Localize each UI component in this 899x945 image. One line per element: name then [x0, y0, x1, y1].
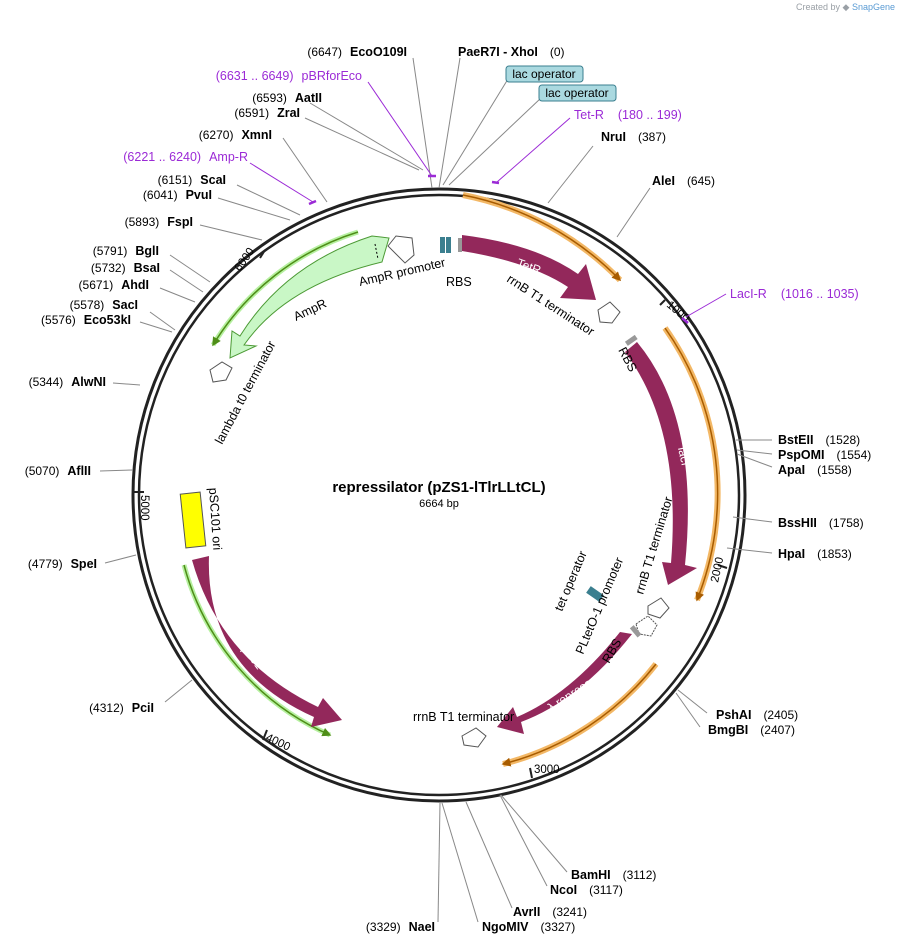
position-ticks [134, 249, 728, 779]
small-features [440, 237, 642, 638]
tet-operator-label: tet operator [552, 549, 590, 613]
site-aflii[interactable]: (5070)AflII [25, 464, 91, 478]
rbs-2[interactable] [624, 334, 638, 346]
site-ncoi[interactable]: NcoI(3117) [550, 883, 623, 897]
green-tracks [181, 229, 359, 738]
laci-label: lacI [675, 446, 693, 467]
site-avrii[interactable]: AvrII(3241) [513, 905, 587, 919]
site-xmni[interactable]: (6270)XmnI [199, 128, 272, 142]
tick-3000: 3000 [534, 764, 560, 776]
primer-marks [308, 174, 689, 324]
lac-operator-2[interactable] [446, 237, 451, 253]
ampr-promoter-arrow[interactable] [387, 235, 415, 264]
psc101-label: pSC101 ori [206, 487, 224, 550]
laci-arrow[interactable] [625, 342, 697, 585]
plasmid-name: repressilator (pZS1-lTlrLLtCL) [332, 479, 545, 496]
site-zrai[interactable]: (6591)ZraI [234, 106, 300, 120]
lac-operator-1-label: lac operator [512, 67, 575, 81]
site-paer7i-xhoi[interactable]: PaeR7I - XhoI(0) [458, 45, 565, 59]
site-ecoo109i[interactable]: (6647)EcoO109I [307, 45, 407, 59]
snapgene-credit: Created by ◆ SnapGene [796, 2, 895, 13]
ampr-promoter-dash [374, 243, 379, 260]
ampr-label: AmpR [291, 296, 328, 323]
primer-laci-r[interactable]: LacI-R(1016 .. 1035) [730, 287, 859, 301]
tetr-arrow[interactable] [462, 235, 596, 300]
pltet-promoter-glyph[interactable] [635, 615, 658, 637]
site-bamhi[interactable]: BamHI(3112) [571, 868, 656, 882]
plasmid-length: 6664 bp [419, 498, 459, 510]
credit-prefix: Created by [795, 2, 840, 12]
site-hpai[interactable]: HpaI(1853) [778, 547, 852, 561]
psc101-ori[interactable] [179, 491, 207, 549]
rrnb-terminator-3-glyph[interactable] [461, 727, 487, 748]
rep101-arrow[interactable] [192, 556, 342, 727]
site-aatii[interactable]: (6593)AatII [252, 91, 322, 105]
tick-5000: 5000 [138, 495, 150, 521]
lambda-arrow[interactable] [497, 632, 632, 734]
site-pcii[interactable]: (4312)PciI [89, 701, 154, 715]
rbs-3[interactable] [629, 625, 642, 638]
credit-brand: SnapGene [851, 2, 895, 12]
site-eco53ki[interactable]: (5576)Eco53kI [41, 313, 131, 327]
site-bmgbi[interactable]: BmgBI(2407) [708, 723, 795, 737]
site-spei[interactable]: (4779)SpeI [28, 557, 97, 571]
site-bsteii[interactable]: BstEII(1528) [778, 433, 860, 447]
feature-arrows [179, 235, 697, 734]
site-fspi[interactable]: (5893)FspI [125, 215, 193, 229]
site-pvui[interactable]: (6041)PvuI [143, 188, 212, 202]
site-naei[interactable]: (3329)NaeI [366, 920, 435, 934]
rbs-1[interactable] [458, 238, 462, 252]
lambda-label: λ repressor [545, 670, 603, 714]
primer-leaders [249, 81, 727, 318]
site-alei[interactable]: AleI(645) [652, 174, 715, 188]
tet-operator-mark[interactable] [586, 586, 604, 602]
rrnb-terminator-1-glyph[interactable] [597, 301, 621, 324]
site-bsshii[interactable]: BssHII(1758) [778, 516, 864, 530]
site-apai[interactable]: ApaI(1558) [778, 463, 852, 477]
site-scai[interactable]: (6151)ScaI [158, 173, 226, 187]
lac-operator-2-callout[interactable] [538, 84, 617, 102]
site-alwni[interactable]: (5344)AlwNI [29, 375, 106, 389]
backbone-outer [131, 187, 747, 803]
ampr-arrow[interactable] [229, 235, 390, 359]
primer-pbrforeco[interactable]: (6631 .. 6649)pBRforEco [216, 69, 362, 83]
lambda-t0-label: lambda t0 terminator [212, 339, 278, 447]
site-ahdi[interactable]: (5671)AhdI [79, 278, 149, 292]
site-saci[interactable]: (5578)SacI [70, 298, 138, 312]
site-ngomiv[interactable]: NgoMIV(3327) [482, 920, 575, 934]
site-pspomi[interactable]: PspOMI(1554) [778, 448, 871, 462]
regulatory-glyphs [209, 235, 670, 748]
primer-tet-r[interactable]: Tet-R(180 .. 199) [574, 108, 682, 122]
rbs-1-label: RBS [446, 275, 472, 289]
lac-operator-2-label: lac operator [545, 86, 608, 100]
site-bsai[interactable]: (5732)BsaI [91, 261, 160, 275]
site-pshai[interactable]: PshAI(2405) [716, 708, 798, 722]
tick-2000: 2000 [709, 556, 726, 584]
lac-operator-1-callout[interactable] [505, 65, 584, 83]
lambda-t0-terminator-glyph[interactable] [209, 361, 233, 383]
site-leaders [99, 57, 773, 923]
primer-amp-r[interactable]: (6221 .. 6240)Amp-R [123, 150, 248, 164]
orange-tracks [462, 192, 721, 767]
rrnb-terminator-2-glyph[interactable] [647, 597, 670, 619]
backbone-inner [137, 193, 741, 797]
snapgene-logo-icon: ◆ [842, 2, 850, 12]
site-bgli[interactable]: (5791)BglI [93, 244, 159, 258]
lac-operator-1[interactable] [440, 237, 445, 253]
rrnb-3-label: rrnB T1 terminator [413, 710, 514, 724]
site-nrui[interactable]: NruI(387) [601, 130, 666, 144]
